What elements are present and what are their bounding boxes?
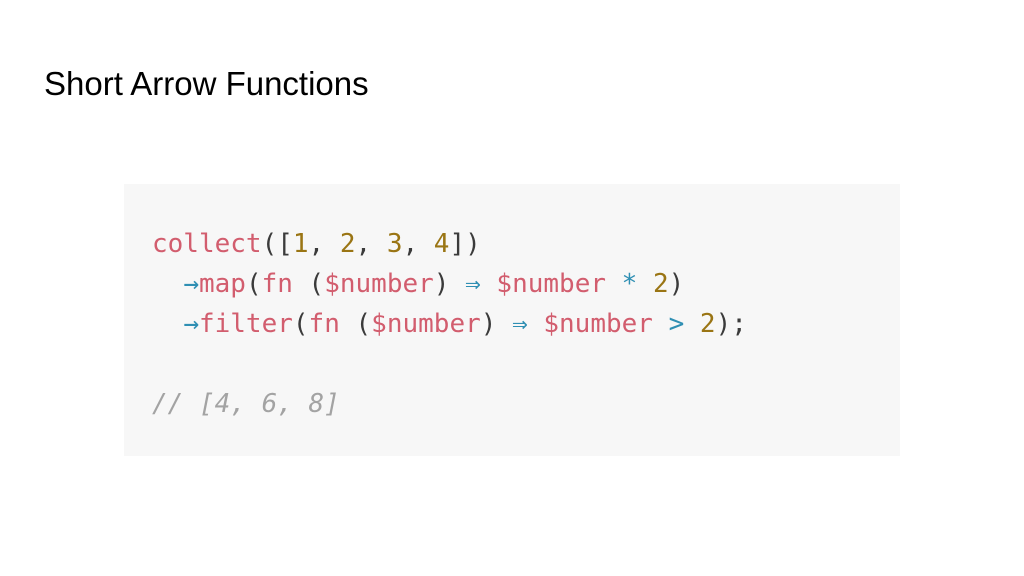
- code-token-number: 2: [699, 309, 716, 339]
- code-token-comment: // [4, 6, 8]: [152, 389, 340, 419]
- code-token-number: 4: [433, 229, 450, 259]
- code-token-func: fn: [261, 269, 293, 299]
- code-token-number: 2: [339, 229, 356, 259]
- code-token-punct: (: [292, 269, 325, 299]
- code-blank-line: [152, 344, 900, 384]
- code-token-punct: (: [339, 309, 372, 339]
- code-token-operator: >: [668, 309, 685, 339]
- code-token-punct: ([: [261, 229, 293, 259]
- code-line: // [4, 6, 8]: [152, 384, 900, 424]
- code-token-operator: ⇒: [465, 269, 481, 299]
- code-token-punct: ,: [355, 229, 387, 259]
- code-token-space: [606, 269, 622, 299]
- code-token-func: filter: [198, 309, 293, 339]
- code-token-punct: (: [245, 269, 262, 299]
- code-token-punct: ,: [402, 229, 434, 259]
- code-token-punct: ): [668, 269, 685, 299]
- code-token-operator: ⇒: [512, 309, 528, 339]
- code-token-punct: (: [292, 309, 309, 339]
- code-block: collect([1, 2, 3, 4]) →map(fn ($number) …: [124, 184, 900, 456]
- code-token-operator: *: [621, 269, 638, 299]
- code-token-variable: $number: [496, 269, 606, 299]
- code-token-variable: $number: [371, 309, 481, 339]
- code-line: collect([1, 2, 3, 4]): [152, 224, 900, 264]
- code-token-number: 2: [652, 269, 669, 299]
- code-token-func: fn: [308, 309, 340, 339]
- code-token-variable: $number: [324, 269, 434, 299]
- code-token-space: [528, 309, 544, 339]
- code-token-space: [653, 309, 669, 339]
- code-token-space: [481, 269, 497, 299]
- code-token-space: [152, 269, 183, 299]
- code-token-space: [684, 309, 700, 339]
- code-line: →map(fn ($number) ⇒ $number * 2): [152, 264, 900, 304]
- code-token-func: collect: [152, 229, 262, 259]
- code-token-space: [152, 309, 183, 339]
- code-line: →filter(fn ($number) ⇒ $number > 2);: [152, 304, 900, 344]
- code-token-number: 1: [292, 229, 309, 259]
- code-token-space: [637, 269, 653, 299]
- code-token-func: map: [198, 269, 246, 299]
- code-token-punct: ,: [308, 229, 340, 259]
- code-token-punct: ): [433, 269, 466, 299]
- slide-title: Short Arrow Functions: [44, 65, 369, 102]
- code-token-punct: ]): [449, 229, 481, 259]
- code-token-punct: ): [480, 309, 513, 339]
- code-token-variable: $number: [543, 309, 653, 339]
- code-token-number: 3: [386, 229, 403, 259]
- code-token-punct: );: [715, 309, 747, 339]
- code-token-operator: →: [183, 309, 199, 339]
- code-token-operator: →: [183, 269, 199, 299]
